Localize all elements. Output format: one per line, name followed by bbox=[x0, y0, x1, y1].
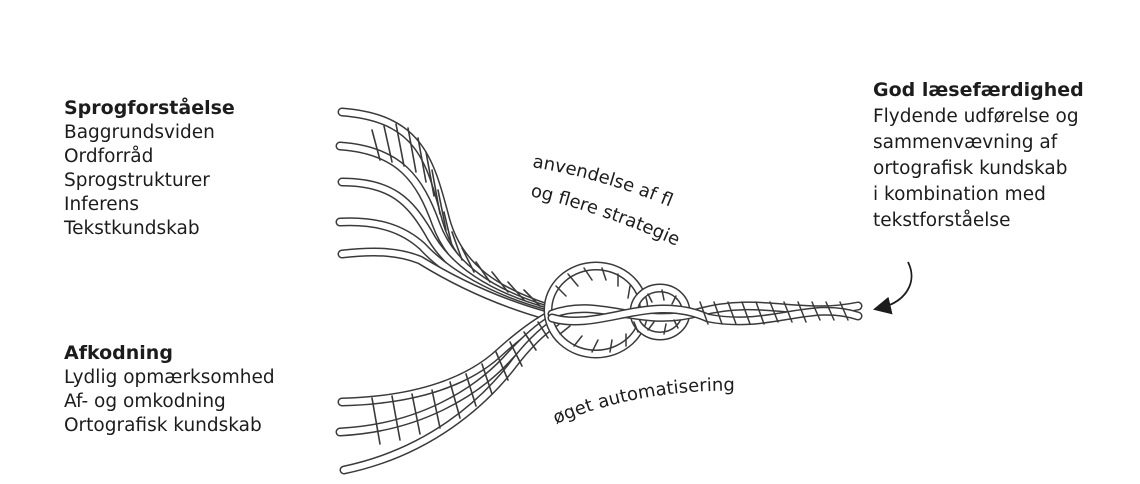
automation-label: øget automatisering bbox=[550, 375, 735, 429]
language-comprehension-title: Sprogforståelse bbox=[64, 95, 235, 121]
description-line: tekstforståelse bbox=[873, 208, 1084, 234]
list-item: Inferens bbox=[64, 193, 235, 217]
description-line: sammenvævning af bbox=[873, 130, 1084, 156]
list-item: Af- og omkodning bbox=[64, 390, 275, 414]
decoding-title: Afkodning bbox=[64, 340, 275, 366]
list-item: Ordforråd bbox=[64, 145, 235, 169]
list-item: Lydlig opmærksomhed bbox=[64, 366, 275, 390]
upper-strands bbox=[340, 112, 548, 316]
list-item: Baggrundsviden bbox=[64, 121, 235, 145]
list-item: Sprogstrukturer bbox=[64, 169, 235, 193]
skilled-reading-title: God læsefærdighed bbox=[873, 77, 1084, 103]
language-comprehension-list: Sprogforståelse Baggrundsviden Ordforråd… bbox=[64, 95, 235, 241]
decoding-list: Afkodning Lydlig opmærksomhed Af- og omk… bbox=[64, 340, 275, 438]
description-line: Flydende udførelse og bbox=[873, 104, 1084, 130]
lower-strands bbox=[340, 314, 556, 470]
description-line: ortografisk kundskab bbox=[873, 156, 1084, 182]
arrow-icon bbox=[880, 262, 912, 308]
skilled-reading-description: God læsefærdighed Flydende udførelse og … bbox=[873, 77, 1084, 234]
list-item: Ortografisk kundskab bbox=[64, 414, 275, 438]
woven-rope bbox=[548, 266, 858, 354]
list-item: Tekstkundskab bbox=[64, 217, 235, 241]
description-line: i kombination med bbox=[873, 182, 1084, 208]
